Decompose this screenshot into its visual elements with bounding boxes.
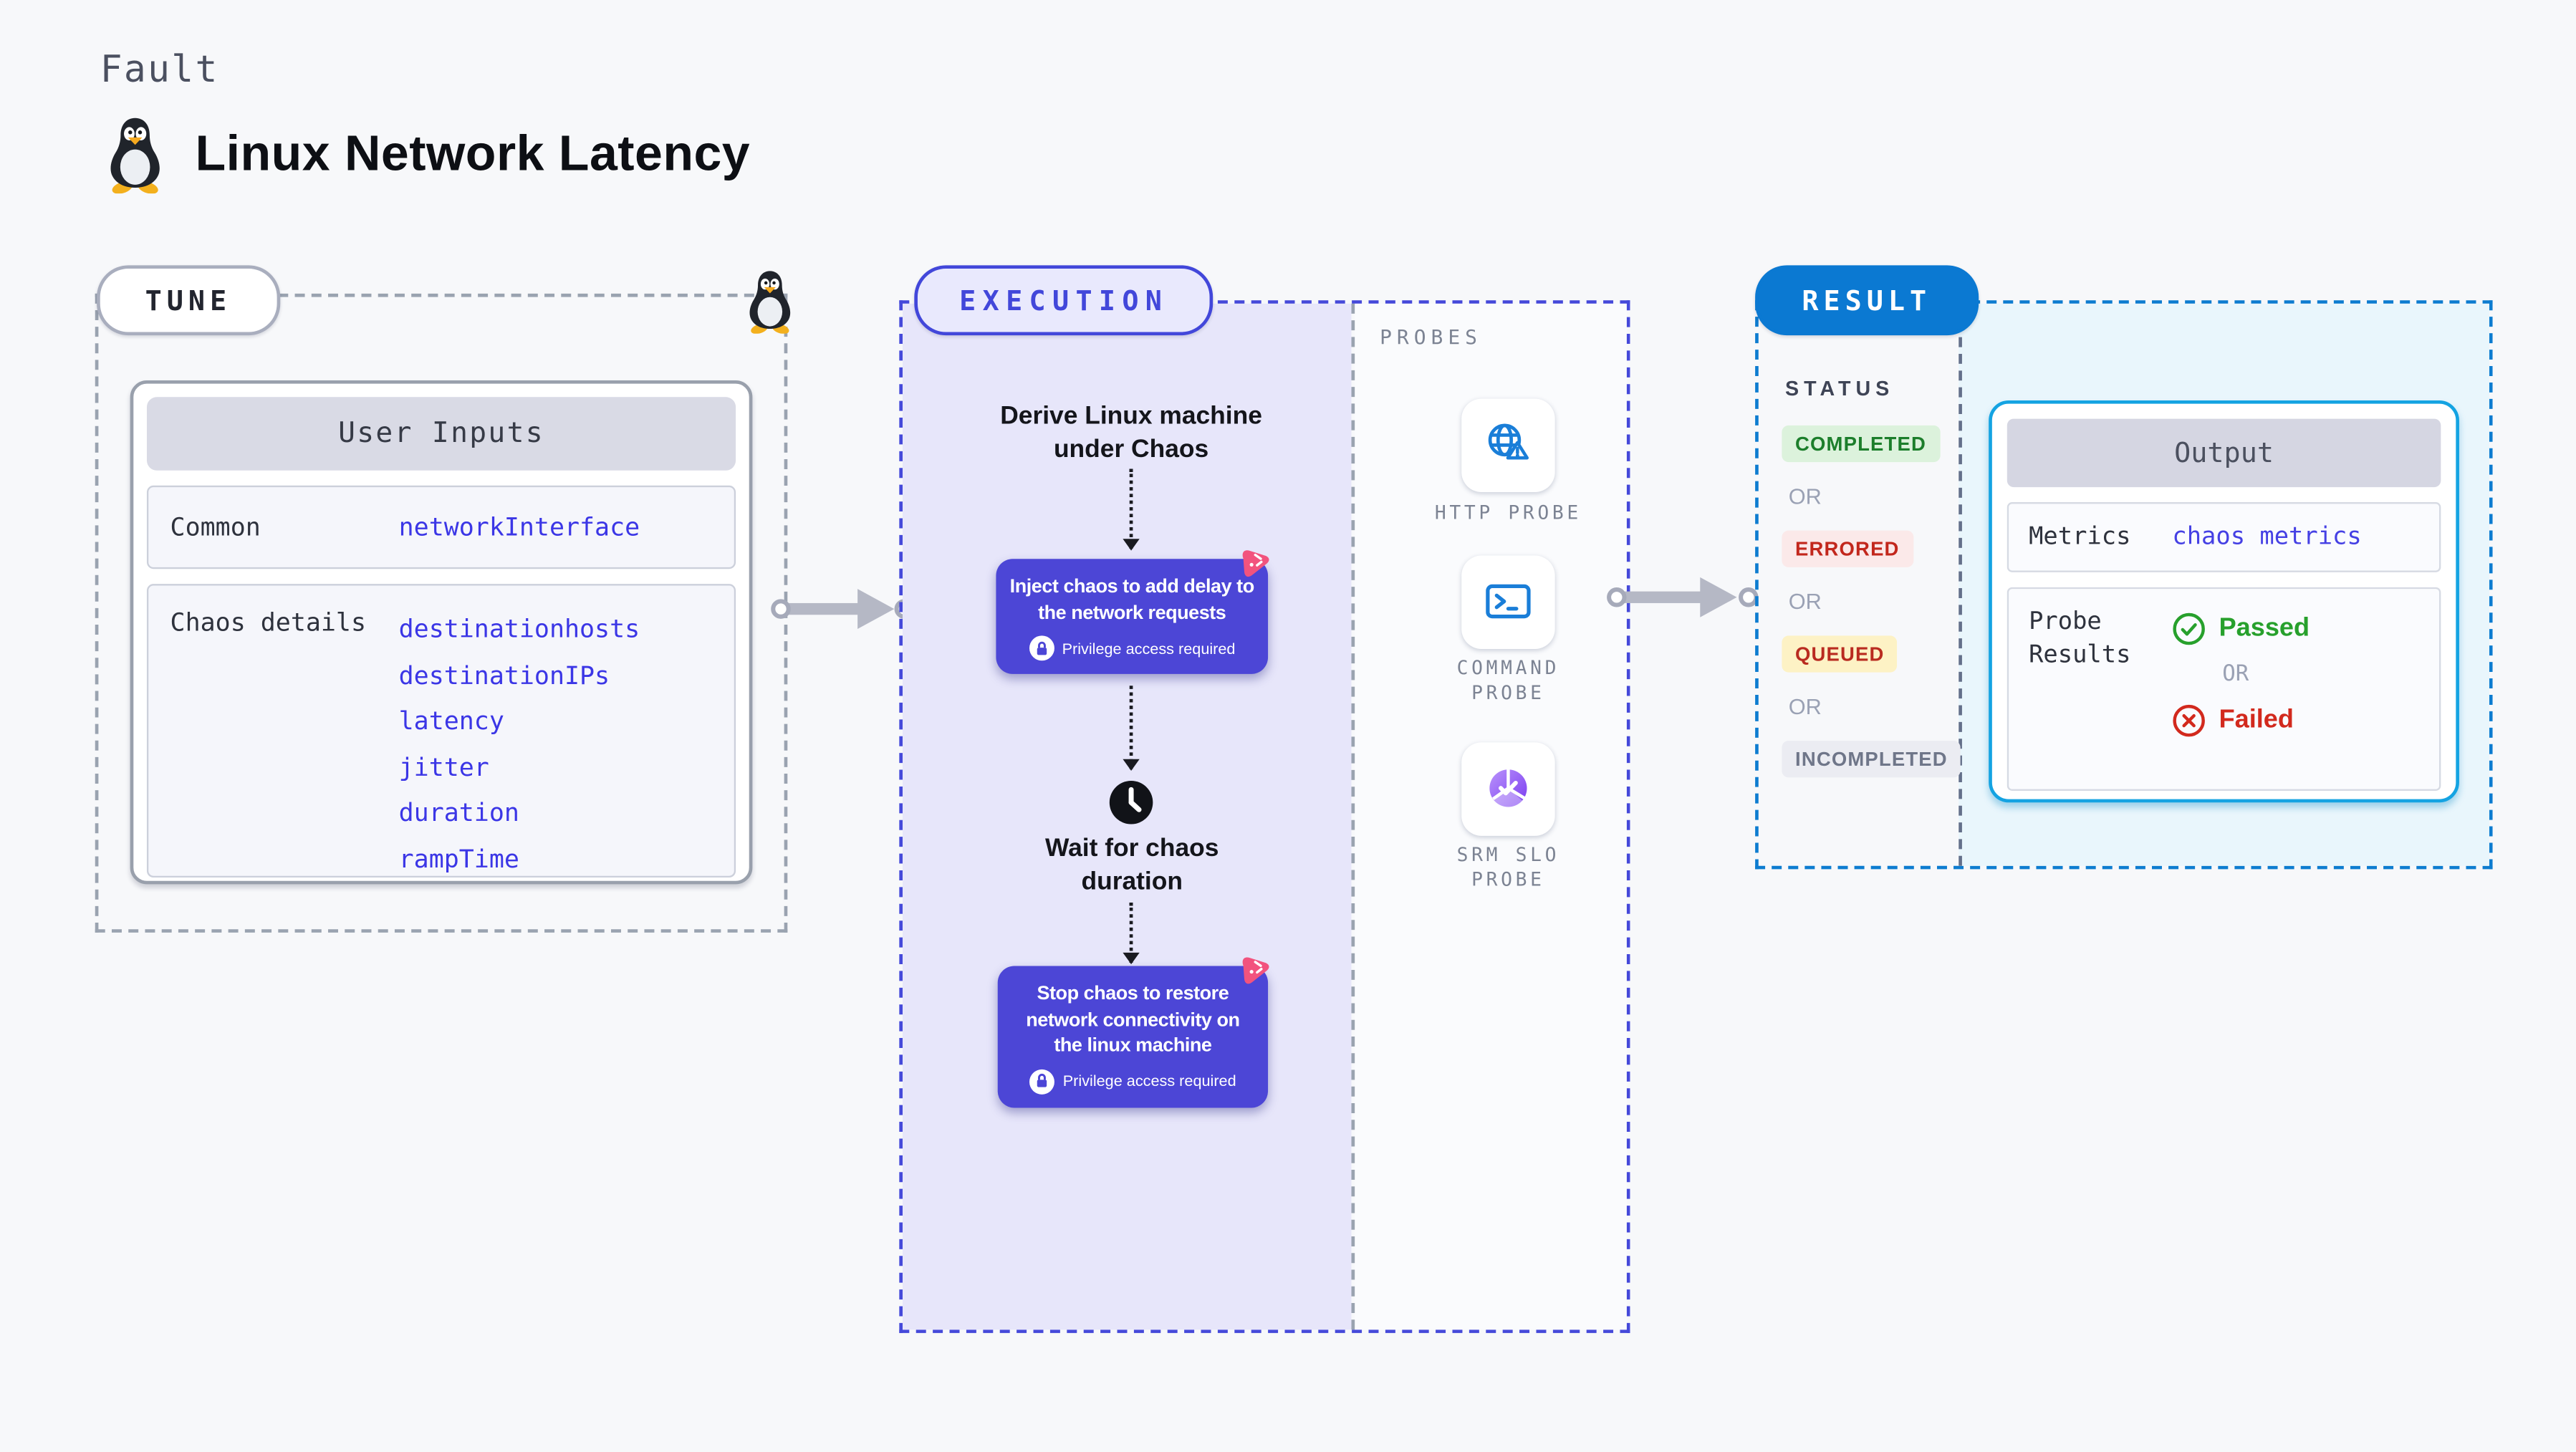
user-inputs-card: User Inputs Common networkInterface Chao…	[130, 380, 753, 885]
wait-step-label: Wait for chaos duration	[1045, 834, 1219, 895]
failed-label: Failed	[2219, 706, 2294, 734]
tune-badge: TUNE	[97, 265, 280, 336]
user-inputs-title: User Inputs	[146, 397, 736, 471]
flow-arrow-down	[1123, 686, 1140, 771]
row-value: latency	[398, 706, 504, 736]
result-section-box: STATUS COMPLETED OR ERRORED OR QUEUED OR…	[1755, 300, 2493, 870]
probe-label: HTTP PROBE	[1434, 502, 1582, 524]
node-text: Stop chaos to restore network connectivi…	[1026, 982, 1240, 1057]
user-inputs-row-chaos-details: Chaos details destinationhosts destinati…	[146, 584, 736, 878]
result-badge: RESULT	[1755, 265, 1979, 336]
http-probe-card	[1461, 398, 1555, 493]
inject-chaos-node: Inject chaos to add delay to the network…	[996, 559, 1269, 674]
probe-or-label: OR	[2222, 662, 2249, 688]
probe-label: SRM SLO PROBE	[1456, 844, 1560, 891]
linux-penguin-icon	[102, 115, 168, 202]
metrics-row: Metrics chaos metrics	[2007, 502, 2441, 572]
row-value: destinationIPs	[398, 660, 610, 691]
fault-kicker: Fault	[100, 49, 219, 92]
status-list: COMPLETED OR ERRORED OR QUEUED OR INCOMP…	[1782, 425, 1961, 799]
status-badge-errored: ERRORED	[1782, 530, 1913, 567]
flow-arrow-down	[1123, 468, 1140, 551]
row-label: Common	[170, 512, 261, 542]
row-value: jitter	[398, 751, 489, 782]
privilege-label: Privilege access required	[1062, 640, 1236, 657]
node-text: Inject chaos to add delay to the network…	[1009, 575, 1255, 623]
chaos-pink-icon	[1242, 550, 1269, 577]
donut-check-icon	[1489, 769, 1527, 807]
derive-step-label: Derive Linux machine under Chaos	[1000, 402, 1262, 463]
command-probe-card	[1461, 555, 1555, 649]
arrow-right-icon	[771, 589, 915, 630]
probe-results-row: Probe Results Passed OR	[2007, 587, 2441, 791]
clock-icon	[1109, 780, 1153, 824]
status-badge-completed: COMPLETED	[1782, 425, 1940, 463]
stop-chaos-node: Stop chaos to restore network connectivi…	[997, 966, 1269, 1107]
execution-section-box: Derive Linux machine under Chaos Inject …	[899, 300, 1630, 1333]
probes-title: PROBES	[1380, 325, 1483, 349]
tux-penguin-icon	[742, 269, 797, 342]
probes-divider	[1351, 303, 1355, 1330]
flow-arrow-down	[1123, 902, 1140, 965]
execution-badge: EXECUTION	[914, 265, 1214, 336]
srm-slo-probe-card	[1461, 742, 1555, 836]
arrow-right-icon	[1607, 577, 1759, 617]
status-badge-incompleted: INCOMPLETED	[1782, 741, 1961, 778]
lock-icon	[1028, 635, 1054, 661]
row-value: duration	[398, 797, 519, 828]
user-inputs-row-common: Common networkInterface	[146, 485, 736, 569]
probe-results-label: Probe Results	[2029, 609, 2131, 669]
status-title: STATUS	[1785, 377, 1895, 400]
row-value: networkInterface	[398, 512, 640, 542]
check-circle-icon	[2173, 612, 2205, 645]
x-circle-icon	[2173, 704, 2205, 737]
status-or-label: OR	[1788, 693, 1822, 719]
row-label: Chaos details	[170, 607, 367, 638]
privilege-label: Privilege access required	[1062, 1072, 1236, 1090]
metrics-label: Metrics	[2029, 524, 2131, 551]
status-or-label: OR	[1788, 589, 1822, 615]
row-value: rampTime	[398, 843, 519, 874]
lock-icon	[1029, 1068, 1055, 1094]
status-or-label: OR	[1788, 484, 1822, 509]
page-title: Linux Network Latency	[195, 127, 751, 182]
globe-alert-icon	[1488, 423, 1529, 460]
passed-label: Passed	[2219, 614, 2310, 643]
output-card: Output Metrics chaos metrics Probe Resul…	[1989, 400, 2459, 803]
result-divider	[1959, 303, 1962, 866]
row-value: destinationhosts	[398, 614, 640, 644]
metrics-value: chaos metrics	[2172, 524, 2362, 551]
chaos-pink-icon	[1242, 957, 1269, 984]
terminal-icon	[1486, 584, 1531, 619]
probe-label: COMMAND PROBE	[1456, 657, 1560, 704]
status-badge-queued: QUEUED	[1782, 635, 1898, 673]
output-title: Output	[2007, 418, 2441, 488]
